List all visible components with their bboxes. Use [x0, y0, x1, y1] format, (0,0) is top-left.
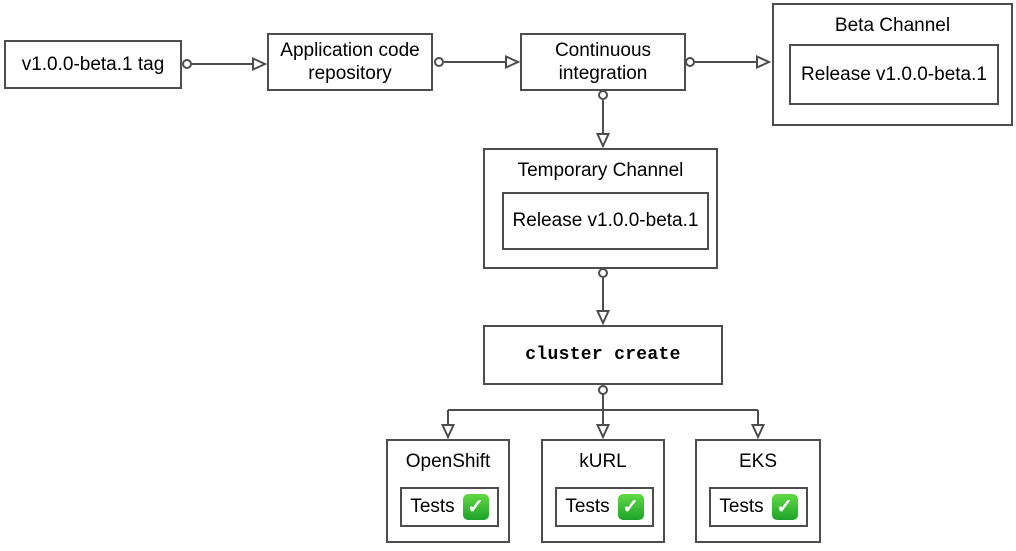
node-openshift: OpenShift Tests — [386, 439, 510, 543]
node-beta-channel: Beta Channel Release v1.0.0-beta.1 — [772, 3, 1013, 126]
node-tag: v1.0.0-beta.1 tag — [4, 40, 182, 89]
connector-ci-to-temp-channel — [595, 90, 611, 149]
node-continuous-integration: Continuous integration — [520, 33, 686, 91]
node-cluster-create: cluster create — [483, 325, 723, 385]
connector-cluster-create-to-clusters — [440, 385, 766, 440]
node-temporary-channel-release: Release v1.0.0-beta.1 — [502, 192, 709, 250]
node-eks-tests-label: Tests — [719, 496, 764, 517]
node-eks-tests: Tests — [709, 487, 808, 527]
check-passed-icon — [462, 494, 489, 520]
connector-temp-channel-to-cluster-create — [595, 268, 611, 326]
node-ci-label: Continuous integration — [554, 40, 652, 84]
node-temporary-channel-title: Temporary Channel — [517, 160, 684, 181]
node-beta-channel-release: Release v1.0.0-beta.1 — [789, 44, 999, 105]
node-temporary-channel: Temporary Channel Release v1.0.0-beta.1 — [483, 148, 718, 269]
node-repo-label: Application code repository — [280, 40, 420, 84]
node-beta-channel-title: Beta Channel — [834, 15, 951, 36]
node-kurl-tests: Tests — [555, 487, 654, 527]
node-tag-label: v1.0.0-beta.1 tag — [21, 54, 165, 75]
connector-repo-to-ci — [434, 54, 521, 70]
node-cluster-create-label: cluster create — [525, 344, 681, 365]
node-openshift-title: OpenShift — [405, 451, 491, 472]
node-beta-channel-release-label: Release v1.0.0-beta.1 — [801, 63, 987, 85]
node-kurl-tests-label: Tests — [565, 496, 610, 517]
node-openshift-tests-label: Tests — [410, 496, 455, 517]
node-eks: EKS Tests — [695, 439, 821, 543]
check-passed-icon — [617, 494, 644, 520]
check-passed-icon — [771, 494, 798, 520]
node-temporary-channel-release-label: Release v1.0.0-beta.1 — [512, 210, 699, 231]
connector-tag-to-repo — [182, 56, 268, 72]
node-kurl-title: kURL — [579, 451, 627, 472]
connector-ci-to-beta-channel — [685, 54, 772, 70]
node-eks-title: EKS — [738, 451, 778, 472]
node-openshift-tests: Tests — [400, 487, 499, 527]
node-application-code-repository: Application code repository — [267, 33, 433, 91]
node-kurl: kURL Tests — [541, 439, 665, 543]
